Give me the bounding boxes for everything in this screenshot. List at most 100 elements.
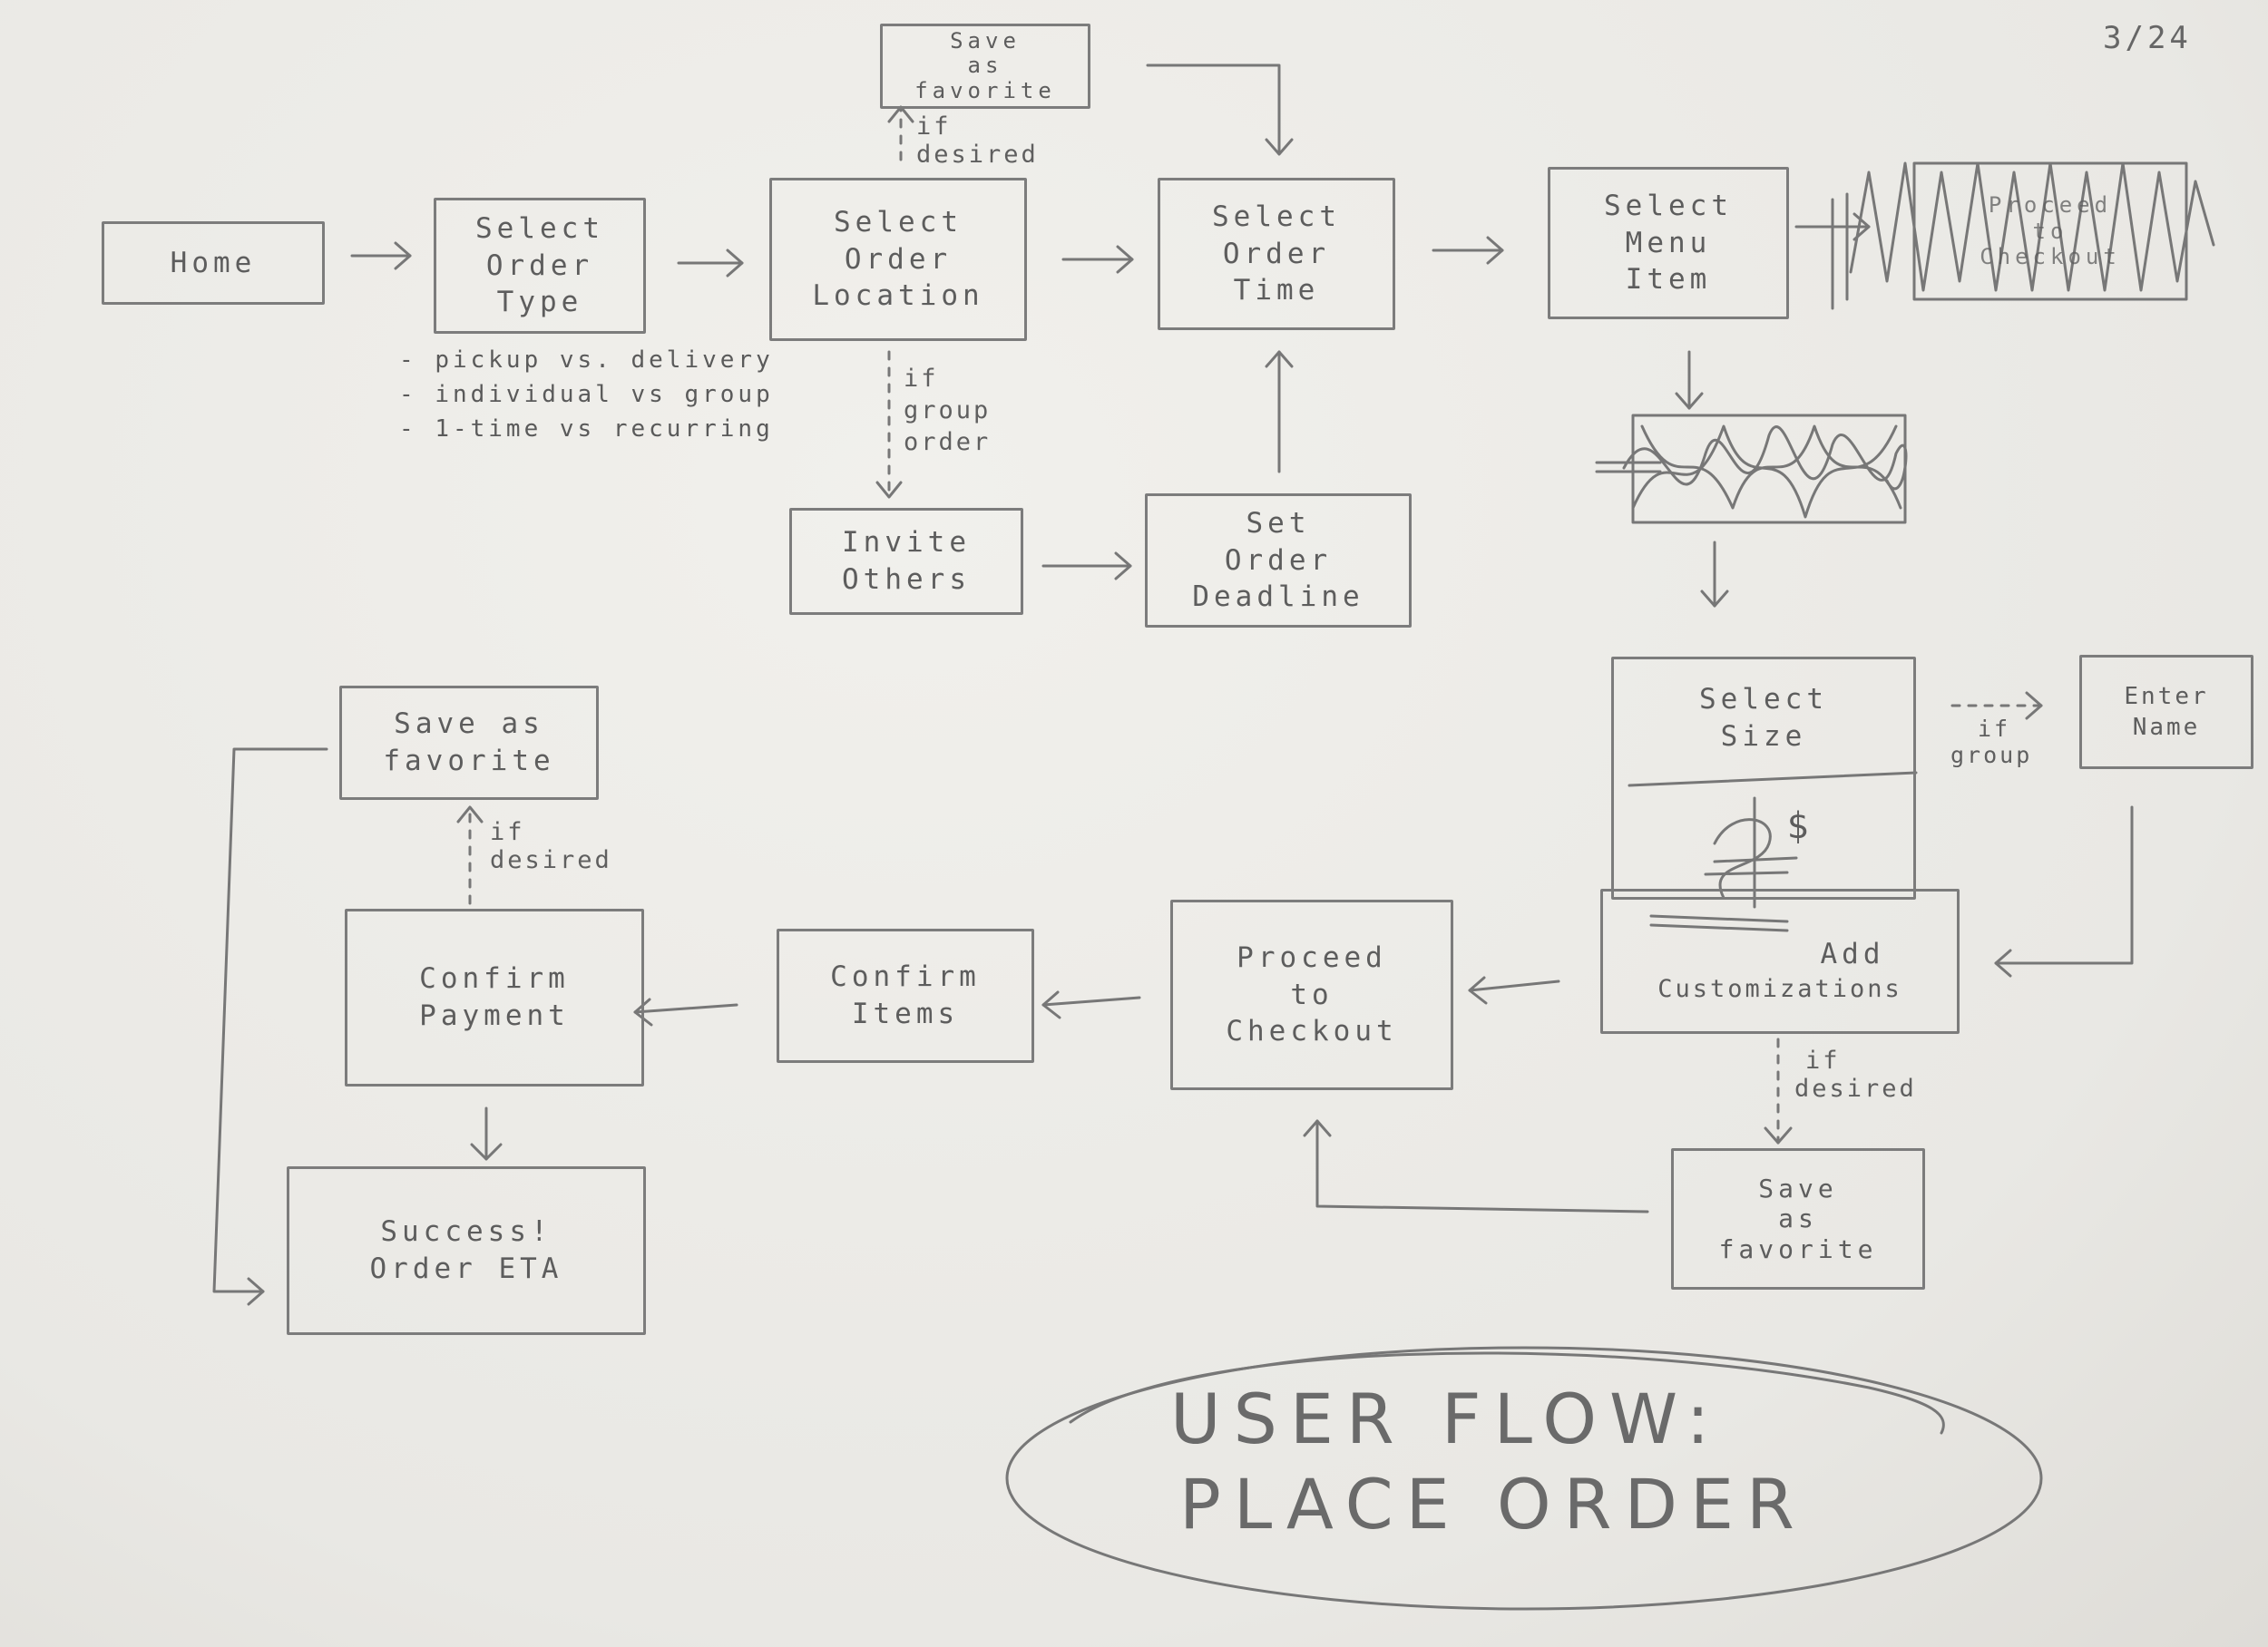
node-label: Select [834, 205, 963, 239]
node-label: Checkout [1226, 1015, 1398, 1048]
node-label: Select [475, 211, 604, 245]
node-label: Proceed [1237, 940, 1387, 974]
select-menu-item-box: Select Menu Item [1548, 167, 1789, 319]
node-label: Item [1625, 263, 1712, 297]
node-label: Type [496, 286, 583, 319]
node-label: as [967, 53, 1003, 79]
node-label: Save [1758, 1173, 1838, 1204]
arrowhead [394, 241, 412, 270]
note-text: group [1950, 741, 2033, 768]
select-order-location-box: Select Order Location [769, 178, 1027, 341]
select-order-type-box: Select Order Type [434, 198, 646, 334]
node-label: Enter [2124, 682, 2209, 710]
node-label: Order [1224, 543, 1333, 577]
node-label: Size [1720, 719, 1807, 753]
node-label: Time [1233, 274, 1320, 307]
node-label: Order ETA [369, 1252, 563, 1285]
node-label: favorite [383, 745, 555, 777]
node-label: Others [842, 563, 971, 596]
node-label: Add [1820, 937, 1885, 970]
node-label: Order [1222, 237, 1331, 270]
note-text: if [904, 365, 939, 393]
node-label: Select [1212, 200, 1341, 233]
scribbled-out-box [1595, 414, 1908, 524]
note-text: if [1978, 716, 2011, 742]
select-order-time-box: Select Order Time [1158, 178, 1395, 330]
title-line-2: PLACE ORDER [1179, 1464, 1807, 1545]
node-label: Success! [380, 1215, 552, 1249]
save-as-favorite-left-box: Save as favorite [339, 686, 599, 800]
date-label: 3/24 [2103, 20, 2192, 56]
node-label: Name [2132, 714, 2201, 741]
proceed-to-checkout-box: Proceed to Checkout [1170, 900, 1453, 1090]
title-line-1: USER FLOW: [1170, 1379, 1723, 1459]
set-order-deadline-box: Set Order Deadline [1145, 493, 1412, 628]
node-label: Payment [419, 999, 570, 1032]
home-box: Home [102, 221, 325, 305]
arrow-save-favorite-to-checkout [1315, 1119, 1649, 1213]
node-label: Select [1604, 189, 1733, 222]
size-divider [1628, 771, 1918, 787]
node-label: Home [170, 246, 257, 279]
price-symbol: $ [1786, 804, 1813, 847]
node-label: favorite [914, 77, 1056, 103]
if-desired-right-note: if desired [1794, 1047, 1917, 1103]
node-label: favorite [1718, 1233, 1878, 1264]
note-text: desired [1794, 1075, 1917, 1104]
arrow-save-favorite-to-time [1146, 63, 1281, 154]
node-label: Confirm [419, 962, 570, 996]
success-box: Success! Order ETA [287, 1166, 646, 1335]
node-label: to [1290, 978, 1334, 1011]
arrow-confirm-items-to-payment [633, 1003, 738, 1014]
if-group-order-note: if group order [904, 363, 991, 458]
title-ellipse [1005, 1346, 2043, 1611]
node-label: Select [1699, 683, 1828, 716]
node-label: Confirm [830, 960, 981, 994]
title-ellipse-overstroke [1069, 1351, 1945, 1435]
arrow-customizations-to-checkout [1468, 979, 1560, 992]
note-text: if [490, 818, 525, 846]
option-pickup-delivery: pickup vs. delivery [399, 343, 774, 377]
node-label: Invite [842, 526, 971, 560]
node-label: as [1778, 1204, 1818, 1234]
node-label: Location [812, 279, 984, 313]
confirm-payment-box: Confirm Payment [345, 909, 644, 1087]
node-label: Customizations [1657, 974, 1902, 1003]
node-label: Items [851, 998, 960, 1030]
note-text: if [916, 112, 952, 141]
select-size-box: Select Size $ [1611, 657, 1916, 900]
note-text: desired [916, 141, 1039, 170]
node-label: Save [950, 27, 1021, 54]
node-label: Save as [394, 707, 544, 741]
note-text: order [904, 428, 992, 457]
save-as-favorite-right-box: Save as favorite [1671, 1148, 1925, 1290]
option-one-time-recurring: 1-time vs recurring [399, 412, 774, 446]
node-label: Menu [1625, 226, 1712, 259]
node-label: Order [485, 249, 594, 282]
if-desired-left-note: if desired [490, 818, 612, 874]
enter-name-box: Enter Name [2079, 655, 2253, 769]
node-label: Proceed [1988, 191, 2113, 218]
add-customizations-box: Add Customizations [1600, 889, 1960, 1034]
note-text: desired [490, 846, 612, 875]
node-label: to [2032, 218, 2068, 244]
if-desired-top-note: if desired [916, 112, 1039, 169]
note-text: group [904, 396, 992, 425]
node-label: Set [1246, 506, 1311, 540]
save-as-favorite-top-box: Save as favorite [880, 24, 1090, 109]
node-label: Checkout [1980, 244, 2121, 270]
node-label: Deadline [1192, 580, 1364, 614]
arrow-save-favorite-to-success [212, 747, 328, 1293]
arrow-checkout-to-confirm-items [1041, 996, 1141, 1007]
order-type-options: pickup vs. delivery individual vs group … [399, 343, 774, 446]
note-text: if [1805, 1047, 1841, 1075]
invite-others-box: Invite Others [789, 508, 1023, 615]
arrow-enter-name-to-customizations [1994, 805, 2134, 965]
node-label: Order [844, 242, 953, 276]
crossed-out-checkout-box [1831, 161, 2215, 310]
confirm-items-box: Confirm Items [777, 929, 1034, 1063]
if-group-note: if group [1950, 716, 2032, 769]
crossed-out-checkout-label: Proceed to Checkout [1914, 163, 2186, 299]
